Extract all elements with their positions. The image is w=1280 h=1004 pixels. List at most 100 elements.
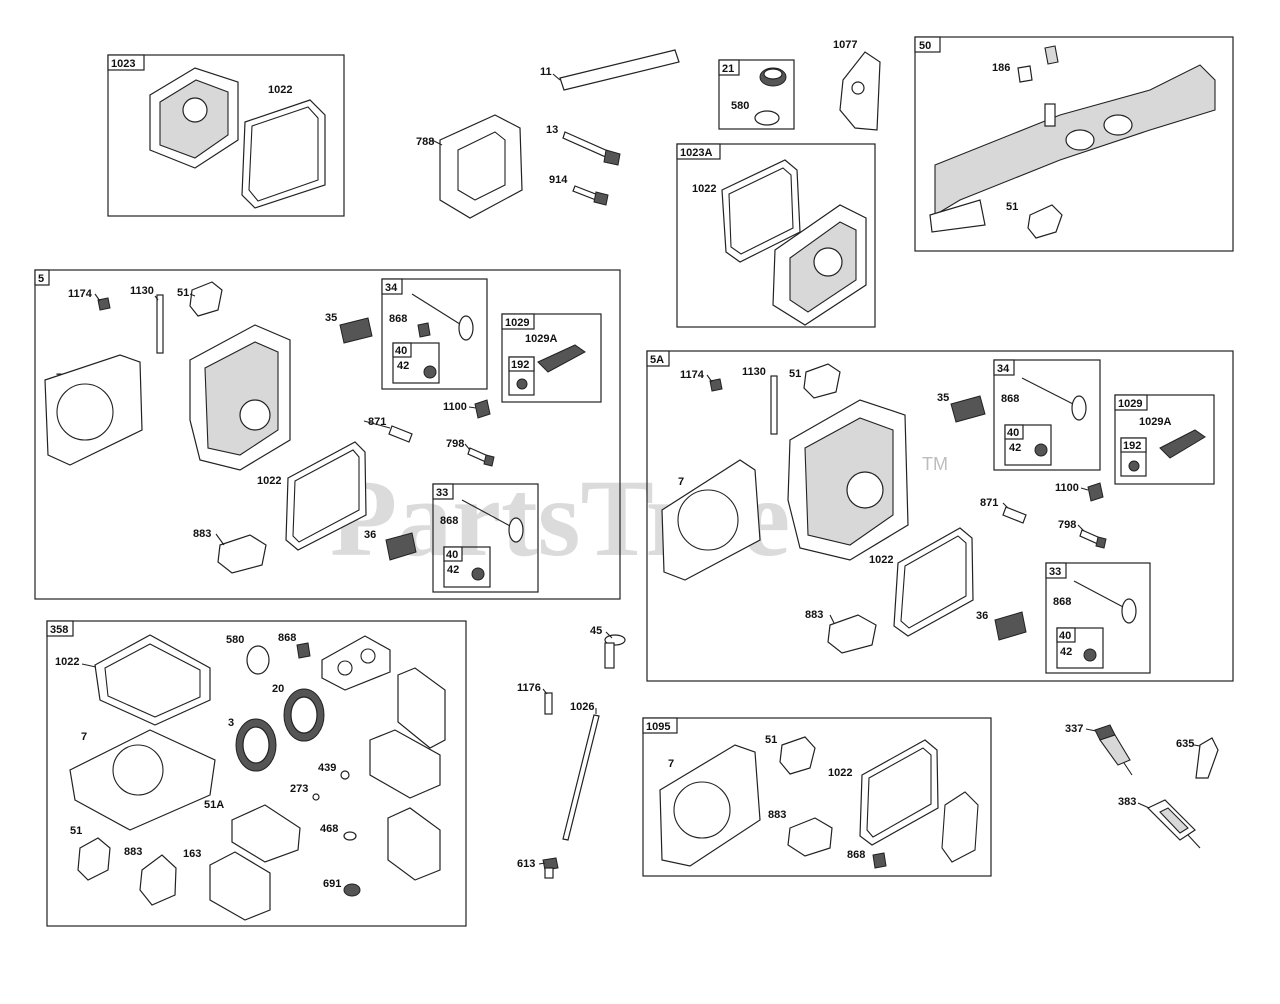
gasket-883-part[interactable] [139, 854, 177, 906]
pin-1130-part[interactable] [770, 375, 778, 435]
retainer-42-part[interactable] [1034, 443, 1048, 457]
gasket-883-part[interactable] [827, 614, 877, 654]
label-868: 868 [440, 515, 458, 527]
spring-36-part[interactable] [994, 611, 1027, 641]
fitting-186-part[interactable] [1017, 45, 1059, 83]
bolt-613-part[interactable] [542, 857, 559, 879]
seal-868-part[interactable] [296, 642, 311, 659]
rocker-arm-part[interactable] [1159, 429, 1206, 459]
o-ring-273-part[interactable] [312, 793, 320, 801]
gasket-51-part[interactable] [803, 363, 841, 399]
gasket-883-part[interactable] [787, 817, 833, 857]
nut-192-part[interactable] [516, 378, 528, 390]
nut-1174-part[interactable] [709, 378, 723, 392]
group-40-tag: 40 [446, 549, 458, 561]
group-358[interactable]: 358 1022 580 868 20 3 7 [46, 620, 467, 927]
valve-part[interactable] [411, 293, 474, 341]
head-gasket-7-part[interactable] [44, 354, 143, 466]
group-50[interactable]: 50 186 51 [914, 36, 1234, 252]
o-ring-580-part[interactable] [754, 110, 780, 126]
group-5[interactable]: 5 1174 1130 51 7 35 34 868 [34, 269, 621, 600]
tube-11-part[interactable]: 11 [540, 49, 680, 91]
label-42: 42 [1060, 646, 1072, 658]
gasket-part[interactable] [387, 807, 441, 881]
label-1174: 1174 [680, 369, 705, 381]
pin-1176-part[interactable] [544, 692, 553, 715]
push-rod-1026-part[interactable] [562, 714, 600, 841]
gasket-51-part[interactable] [779, 736, 816, 775]
head-gasket-7-part[interactable] [659, 744, 761, 867]
gasket-51A-part[interactable] [231, 804, 301, 863]
o-ring-468-part[interactable] [343, 831, 357, 841]
oil-seal-3-part[interactable] [235, 718, 277, 772]
bolt-798-part[interactable] [467, 447, 495, 467]
valve-cover-1023A-part[interactable] [772, 204, 867, 326]
valve-part[interactable] [461, 499, 524, 543]
label-868: 868 [1053, 596, 1071, 608]
gasket-part[interactable] [321, 635, 391, 691]
bracket-788-part[interactable]: 788 [416, 114, 523, 219]
gasket-outline-part[interactable] [941, 791, 979, 863]
gasket-163-part[interactable] [209, 851, 271, 921]
gasket-1022-part[interactable] [241, 99, 326, 209]
label-35: 35 [937, 392, 949, 404]
rocker-arm-part[interactable] [537, 344, 586, 373]
gasket-51-part[interactable] [1027, 204, 1063, 239]
bracket-1077-part[interactable]: 1077 [833, 39, 881, 131]
head-gasket-7-part[interactable] [69, 729, 216, 831]
o-ring-580-part[interactable] [246, 645, 270, 675]
label-1100: 1100 [443, 401, 467, 413]
head-gasket-7-part[interactable] [661, 459, 761, 581]
oil-fill-cap-part[interactable] [759, 67, 787, 87]
spark-plug-wrench-383-part[interactable] [1146, 799, 1201, 849]
pin-1130-part[interactable] [156, 294, 164, 354]
gasket-51-part[interactable] [189, 281, 223, 317]
group-5A[interactable]: 5A 1174 1130 51 35 34 868 40 42 1029 [646, 350, 1234, 682]
seal-868-part[interactable] [417, 322, 431, 338]
o-ring-439-part[interactable] [340, 770, 350, 780]
retainer-42-part[interactable] [471, 567, 485, 581]
valve-cover-part[interactable] [149, 67, 239, 169]
boot-635-part[interactable] [1195, 737, 1219, 779]
gasket-1022-part[interactable] [893, 527, 974, 637]
valve-part[interactable] [1021, 377, 1087, 421]
spring-36-part[interactable] [385, 532, 417, 561]
pin-871-part[interactable] [1002, 506, 1027, 524]
gasket-883-part[interactable] [217, 534, 267, 574]
part-45[interactable] [604, 634, 626, 669]
intake-manifold-part[interactable] [929, 64, 1216, 233]
bolt-798-part[interactable] [1079, 529, 1107, 549]
cylinder-head-part[interactable] [787, 399, 909, 561]
gasket-1022-part[interactable] [721, 159, 801, 263]
group-21[interactable]: 21 580 [718, 59, 795, 130]
label-383: 383 [1118, 796, 1136, 808]
cylinder-head-part[interactable] [189, 324, 291, 471]
gasket-1022-part[interactable] [285, 441, 367, 551]
part-1100[interactable] [1087, 482, 1104, 502]
part-1100[interactable] [474, 399, 491, 419]
gasket-1022-part[interactable] [859, 739, 939, 846]
gasket-1022-part[interactable] [94, 634, 211, 726]
seal-868-part[interactable] [872, 852, 887, 869]
seal-691-part[interactable] [343, 883, 361, 897]
gasket-part[interactable] [397, 667, 446, 749]
nut-192-part[interactable] [1128, 460, 1140, 472]
pin-871-part[interactable] [388, 425, 413, 443]
retainer-42-part[interactable] [1083, 648, 1097, 662]
oil-seal-20-part[interactable] [283, 688, 325, 742]
label-613: 613 [517, 858, 535, 870]
spring-35-part[interactable] [950, 395, 986, 423]
spring-35-part[interactable] [339, 317, 373, 344]
valve-part[interactable] [1073, 580, 1137, 624]
group-1023[interactable]: 1023 1022 [107, 54, 345, 217]
gasket-part[interactable] [369, 729, 441, 799]
spark-plug-337-part[interactable] [1094, 724, 1133, 776]
nut-1174-part[interactable] [97, 297, 111, 311]
group-1095[interactable]: 1095 7 51 1022 883 868 [642, 717, 992, 877]
group-1023A[interactable]: 1023A 1022 [676, 143, 876, 328]
bolt-13-part[interactable]: 13 [546, 124, 621, 166]
gasket-51-part[interactable] [77, 837, 111, 881]
group-5-tag: 5 [38, 273, 44, 285]
retainer-42-part[interactable] [423, 365, 437, 379]
bolt-914-part[interactable]: 914 [549, 174, 609, 206]
